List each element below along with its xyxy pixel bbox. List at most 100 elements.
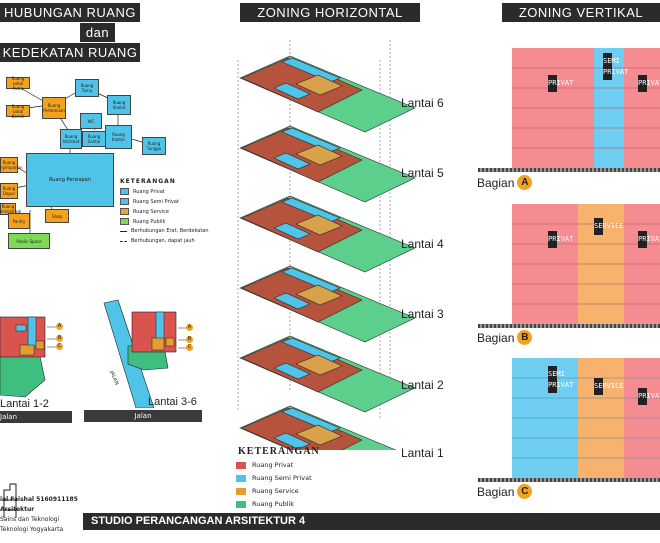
site-plan-right-label: Lantai 3-6 [148,396,197,408]
bubble-diagram: Ruang Lokal Putra Ruang Lokal Bersih Rua… [0,65,230,260]
dashed-line-icon [120,240,127,242]
building-logo-icon [3,483,17,518]
floor-plate-service [295,74,343,96]
floor-label-3: Lantai 3 [401,307,444,321]
floor-plate-service [295,424,343,446]
legend-label: Ruang Privat [252,461,294,469]
footer-studio-title: STUDIO PERANCANGAN ARSITEKTUR 4 [91,515,306,527]
section-c-col-semi-privat [512,358,578,480]
header-kedekatan-ruang: KEDEKATAN RUANG [0,43,140,62]
zh-legend-privat: Ruang Privat [236,461,293,469]
legend-swatch [236,474,246,482]
section-a-label-privat-1: PRIVAT [548,75,573,92]
node-ruang-lokal-putra: Ruang Lokal Putra [6,76,30,91]
floor-label-5: Lantai 5 [401,166,444,180]
legend-swatch [236,487,246,495]
section-a-col-privat-1 [512,48,594,170]
floor-plate-semi-privat [273,82,311,100]
site-plan-right-drawing [103,299,186,408]
section-c-label-privat: PRIVAT [638,388,660,405]
bagian-letter: A [517,175,533,190]
legend-label: Ruang Semi Privat [252,474,312,482]
section-b-col-privat-1 [512,204,578,326]
node-public-space: Public Space [8,233,50,249]
marker-a-right: A [186,324,193,331]
legend-label: Ruang Privat [133,188,165,195]
road-strip-left: Jalan [0,411,72,423]
floor-label-6: Lantai 6 [401,96,444,110]
section-c [512,358,660,480]
section-a-label-semi-privat: SEMI PRIVAT [603,53,628,80]
node-ruang-lokal-bersih: Ruang Lokal Bersih [6,104,30,119]
section-b [512,204,660,326]
zh-legend-publik: Ruang Publik [236,500,294,508]
bubble-legend-item-privat: Ruang Privat [120,188,165,195]
road-strip-right: Jalan [84,410,202,422]
floor-plate-service [295,284,343,306]
marker-a: A [56,323,63,330]
legend-swatch [236,461,246,469]
section-c-ground [478,478,660,482]
bubble-legend-item-semi-privat: Ruang Semi Privat [120,198,179,205]
floor-plate-semi-privat [273,292,311,310]
section-a [512,48,660,170]
floor-label-1: Lantai 1 [401,446,444,460]
zh-legend-semi-privat: Ruang Semi Privat [236,474,312,482]
node-ruang-tamu: Ruang Tamu [75,79,99,97]
node-pantry: Pantry [8,213,30,229]
floor-plate-semi-privat [281,407,341,433]
bubble-legend-line-dashed: Berhubungan, dapat jauh [120,238,195,244]
bubble-legend-line-solid: Berhubungan Erat, Berdekatan [120,228,209,234]
site-plan-right: JALAN A B C Lantai 3-6 Jalan [84,298,204,426]
floor-plate-semi-privat [273,152,311,170]
legend-label: Ruang Publik [252,500,295,508]
node-wc: WC [80,113,102,129]
site-plan-left-label: Lantai 1-2 [0,398,49,410]
node-ruang-penyimpanan: Ruang Penyimpanan [0,157,23,173]
section-a-floor-lines [512,67,660,149]
node-ruang-persiapan: Ruang Persiapan [26,153,114,207]
floor-plate-semi-privat [281,267,341,293]
floor-label-4: Lantai 4 [401,237,444,251]
footer-studio-bar: STUDIO PERANCANGAN ARSITEKTUR 4 [83,513,660,530]
section-c-col-privat [624,358,660,480]
section-b-label-service: SERVICE [594,218,624,235]
footer-university: Teknologi Yogyakarta [0,526,64,533]
section-a-ground [478,168,660,172]
site-plan-left-drawing [0,316,56,398]
bagian-text: Bagian [477,175,515,190]
section-b-ground [478,324,660,328]
legend-swatch [236,500,246,508]
floor-plate-service [295,354,343,376]
floor-label-2: Lantai 2 [401,378,444,392]
floor-plate-semi-privat [281,127,341,153]
section-c-label-service: SERVICE [594,378,624,395]
floor-plate-semi-privat [273,362,311,380]
legend-label: Ruang Service [252,487,299,495]
bagian-text: Bagian [477,484,515,499]
zh-legend-service: Ruang Service [236,487,299,495]
node-ruang-kantor: Ruang Kantor [105,125,132,149]
footer-dept: Arsitektur [0,506,35,513]
floor-plate-semi-privat [273,222,311,240]
marker-c: C [56,343,63,350]
bubble-legend-item-publik: Ruang Publik [120,218,165,225]
floor-plate-service [295,144,343,166]
road-label-left: Jalan [0,413,18,421]
footer-faculty: Sains dan Teknologi [0,516,60,523]
zoning-horizontal-diagram [230,30,470,450]
section-b-col-privat-2 [624,204,660,326]
header-zoning-vertikal: ZONING VERTIKAL [502,3,660,22]
footer-logo-box [0,470,70,542]
bagian-letter: B [517,330,533,345]
legend-swatch [120,218,129,225]
road-label-right: Jalan [134,412,152,420]
header-hubungan-ruang: HUBUNGAN RUANG [0,3,140,22]
legend-swatch [120,208,129,215]
section-a-col-privat-2 [624,48,660,170]
stacked-floor-plates [237,40,416,450]
bagian-text: Bagian [477,330,515,345]
legend-swatch [120,188,129,195]
